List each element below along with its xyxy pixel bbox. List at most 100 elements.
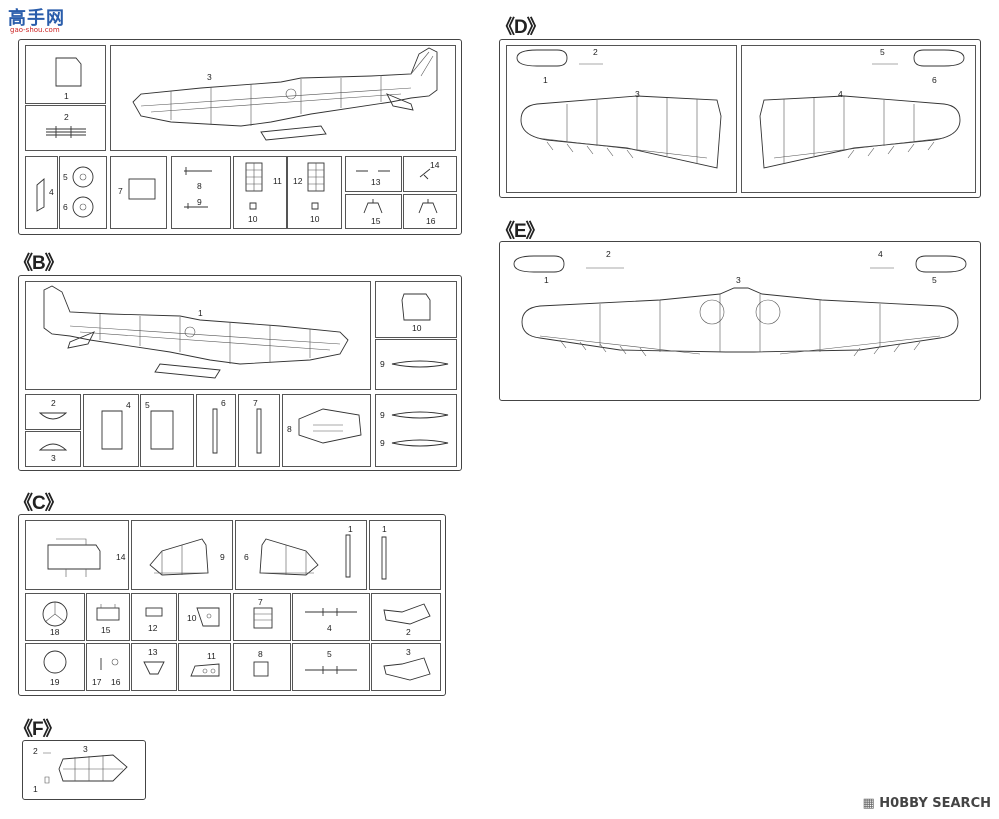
bracket-drawing — [356, 170, 390, 172]
section-label-f: 《F》 — [14, 719, 62, 740]
part-number: 3 — [406, 647, 411, 657]
part-number: 1 — [544, 275, 549, 285]
part-cell-c3: 3 — [371, 643, 441, 691]
fuselage-half-drawing — [132, 47, 438, 141]
sprue-d: 2 1 3 5 6 4 — [499, 39, 981, 198]
part-cell-b9-bottom: 9 9 — [375, 394, 457, 467]
cowl-ring-drawing — [43, 650, 67, 674]
part-cell-c4: 4 — [292, 593, 370, 641]
wing-lower-drawing — [516, 49, 722, 169]
fairing-drawing — [38, 412, 68, 420]
part-cell-c6: 6 1 — [235, 520, 367, 590]
plate-drawing — [196, 607, 220, 627]
cockpit-floor-drawing — [298, 408, 362, 444]
part-number: 10 — [310, 214, 320, 224]
section-label-c: 《C》 — [14, 493, 64, 514]
tailplane-drawing — [149, 538, 209, 576]
sprue-a: 1 2 3 4 5 6 7 — [18, 39, 462, 235]
part-number: 8 — [197, 181, 202, 191]
part-number: 5 — [63, 172, 68, 182]
part-number: 15 — [101, 625, 111, 635]
part-number: 19 — [50, 677, 60, 687]
landing-gear-door-drawing — [383, 657, 431, 681]
part-cell-a5-6: 5 6 — [59, 156, 107, 229]
part-number: 12 — [148, 623, 158, 633]
flap-drawing — [391, 411, 449, 447]
wheel-drawing — [72, 166, 94, 218]
part-number: 1 — [64, 91, 69, 101]
panel-drawing — [150, 410, 174, 450]
part-number: 11 — [273, 176, 282, 186]
part-number: 11 — [207, 651, 216, 661]
part-number: 12 — [293, 176, 303, 186]
part-cell-c5: 5 — [292, 643, 370, 691]
strip-drawing — [212, 408, 218, 454]
part-number: 16 — [111, 677, 121, 687]
part-number: 6 — [244, 552, 249, 562]
part-cell-c17-16: 17 16 — [86, 643, 130, 691]
control-rod-drawing — [184, 167, 212, 209]
part-number: 14 — [116, 552, 126, 562]
part-number: 2 — [51, 398, 56, 408]
part-number: 9 — [380, 410, 385, 420]
section-label-b: 《B》 — [14, 253, 64, 274]
part-cell-c8: 8 — [233, 643, 291, 691]
landing-leg-drawing — [305, 608, 357, 616]
part-cell-c18: 18 — [25, 593, 85, 641]
part-number: 15 — [371, 216, 381, 226]
instrument-panel-drawing — [245, 162, 263, 210]
part-number: 7 — [118, 186, 123, 196]
canopy-panel-drawing — [55, 57, 82, 87]
sprue-c: 14 9 6 1 1 18 15 12 10 7 — [18, 514, 446, 696]
canopy-panel-drawing — [401, 293, 431, 321]
part-number: 1 — [198, 308, 203, 318]
panel-drawing — [128, 178, 156, 200]
flap-drawing — [391, 360, 449, 368]
antenna-mast-drawing — [46, 126, 86, 138]
part-number: 4 — [49, 187, 54, 197]
fitting-drawing — [419, 168, 431, 180]
part-number: 14 — [430, 160, 440, 170]
part-cell-d-right-wing: 5 6 4 — [741, 45, 976, 193]
part-number: 8 — [258, 649, 263, 659]
part-cell-b7: 7 — [238, 394, 280, 467]
logo-text: 高手网 — [8, 8, 65, 29]
part-number: 9 — [220, 552, 225, 562]
wing-upper-drawing — [513, 255, 967, 357]
part-number: 4 — [126, 400, 131, 410]
part-cell-c19: 19 — [25, 643, 85, 691]
housing-drawing — [190, 663, 220, 677]
part-number: 10 — [248, 214, 258, 224]
part-cell-c1: 1 — [369, 520, 441, 590]
gearbox-drawing — [96, 604, 120, 621]
part-number: 3 — [635, 89, 640, 99]
part-number: 5 — [145, 400, 150, 410]
part-cell-c7: 7 — [233, 593, 291, 641]
sprue-f: 2 3 1 — [22, 740, 146, 800]
part-cell-a4: 4 — [25, 156, 58, 229]
part-cell-c15: 15 — [86, 593, 130, 641]
part-number: 18 — [50, 627, 60, 637]
part-number: 4 — [838, 89, 843, 99]
seat-frame-drawing — [47, 538, 101, 577]
part-cell-a8-9: 8 9 — [171, 156, 231, 229]
part-cell-c13: 13 — [131, 643, 177, 691]
sprue-e: 2 1 3 4 5 — [499, 241, 981, 401]
small-parts-drawing — [100, 658, 119, 670]
part-number: 2 — [64, 112, 69, 122]
part-number: 2 — [593, 47, 598, 57]
site-logo: 高手网 gao-shou.com — [4, 2, 76, 36]
part-number: 6 — [932, 75, 937, 85]
part-cell-a10-11: 11 10 — [233, 156, 287, 229]
fairing-drawing — [38, 443, 68, 451]
part-cell-c10: 10 — [178, 593, 231, 641]
part-cell-b5: 5 — [140, 394, 194, 467]
part-number: 9 — [380, 438, 385, 448]
part-number: 8 — [287, 424, 292, 434]
part-number: 1 — [382, 524, 387, 534]
hobby-search-icon: ▦ — [862, 796, 875, 811]
part-cell-a13: 13 — [345, 156, 402, 192]
part-cell-c12: 12 — [131, 593, 177, 641]
part-cell-b9-top: 9 — [375, 339, 457, 390]
part-cell-c9: 9 — [131, 520, 233, 590]
